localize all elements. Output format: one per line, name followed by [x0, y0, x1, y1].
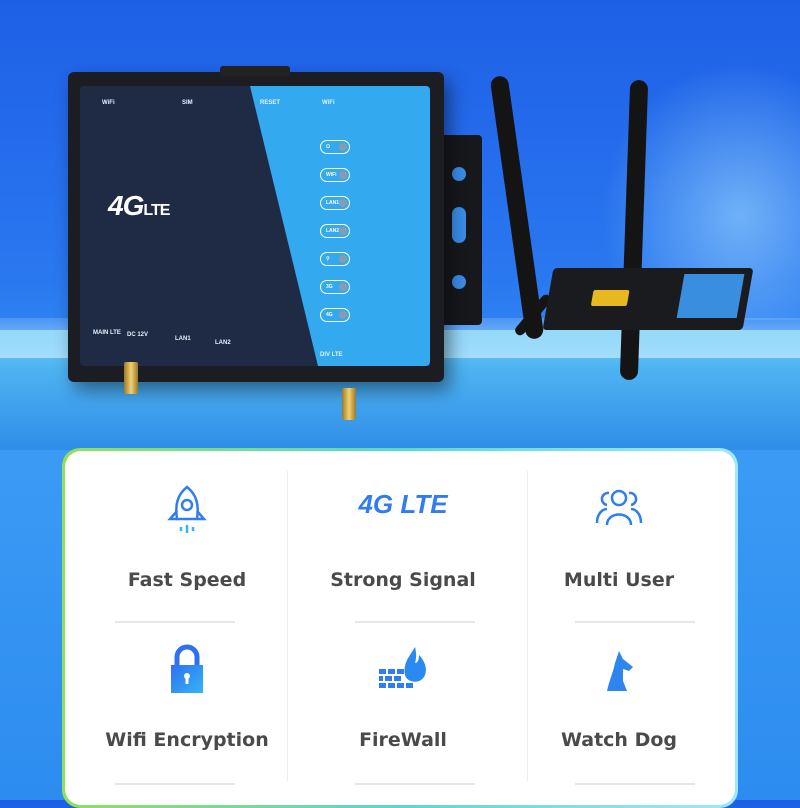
feature-fast-speed: Fast Speed: [75, 451, 299, 617]
label-dc: DC 12V: [127, 332, 149, 338]
label-sim: SIM: [182, 100, 193, 106]
feature-multi-user: Multi User: [507, 451, 731, 617]
led-4g: 4G: [320, 308, 350, 322]
feature-label: Watch Dog: [560, 729, 677, 751]
feature-strong-signal: 4G LTE Strong Signal: [291, 451, 515, 617]
label-reset: RESET: [260, 100, 281, 106]
label-div-lte: DIV LTE: [320, 352, 343, 358]
antenna-connector: [124, 362, 138, 394]
feature-firewall: FireWall: [291, 611, 515, 777]
label-lan1: LAN1: [175, 336, 191, 342]
4g-lte-icon: 4G LTE: [358, 489, 448, 519]
feature-label: FireWall: [359, 729, 447, 751]
label-wifi-right: WiFi: [322, 100, 335, 106]
router-side-view: [542, 268, 754, 330]
antenna: [489, 75, 545, 340]
led-power: ⏻: [320, 140, 350, 154]
feature-label: Fast Speed: [127, 569, 247, 591]
label-main-lte: MAIN LTE: [93, 330, 121, 336]
front-panel: WiFi SIM RESET WiFi 4GLTE ⏻ WiFi LAN1 LA…: [80, 86, 430, 366]
dog-icon: [607, 651, 633, 691]
feature-label: Strong Signal: [330, 569, 476, 591]
mounting-bracket: [440, 135, 482, 325]
label-wifi: WiFi: [102, 100, 115, 106]
users-icon: [595, 489, 643, 526]
feature-watch-dog: Watch Dog: [507, 611, 731, 777]
feature-wifi-encryption: Wifi Encryption: [75, 611, 299, 777]
led-internet: ⚲: [320, 252, 350, 266]
antenna-connector: [342, 388, 356, 420]
feature-label: Multi User: [563, 569, 675, 591]
firewall-icon: [379, 647, 426, 688]
label-lan2: LAN2: [215, 340, 231, 346]
led-lan2: LAN2: [320, 224, 350, 238]
led-lan1: LAN1: [320, 196, 350, 210]
led-3g: 3G: [320, 280, 350, 294]
led-wifi: WiFi: [320, 168, 350, 182]
feature-label: Wifi Encryption: [105, 729, 269, 751]
lock-icon: [171, 644, 203, 693]
router-front: WiFi SIM RESET WiFi 4GLTE ⏻ WiFi LAN1 LA…: [68, 66, 444, 382]
4g-lte-logo: 4GLTE: [108, 190, 170, 221]
rocket-icon: [167, 485, 207, 533]
features-card: Fast Speed 4G LTE Strong Signal Multi Us…: [62, 448, 738, 808]
